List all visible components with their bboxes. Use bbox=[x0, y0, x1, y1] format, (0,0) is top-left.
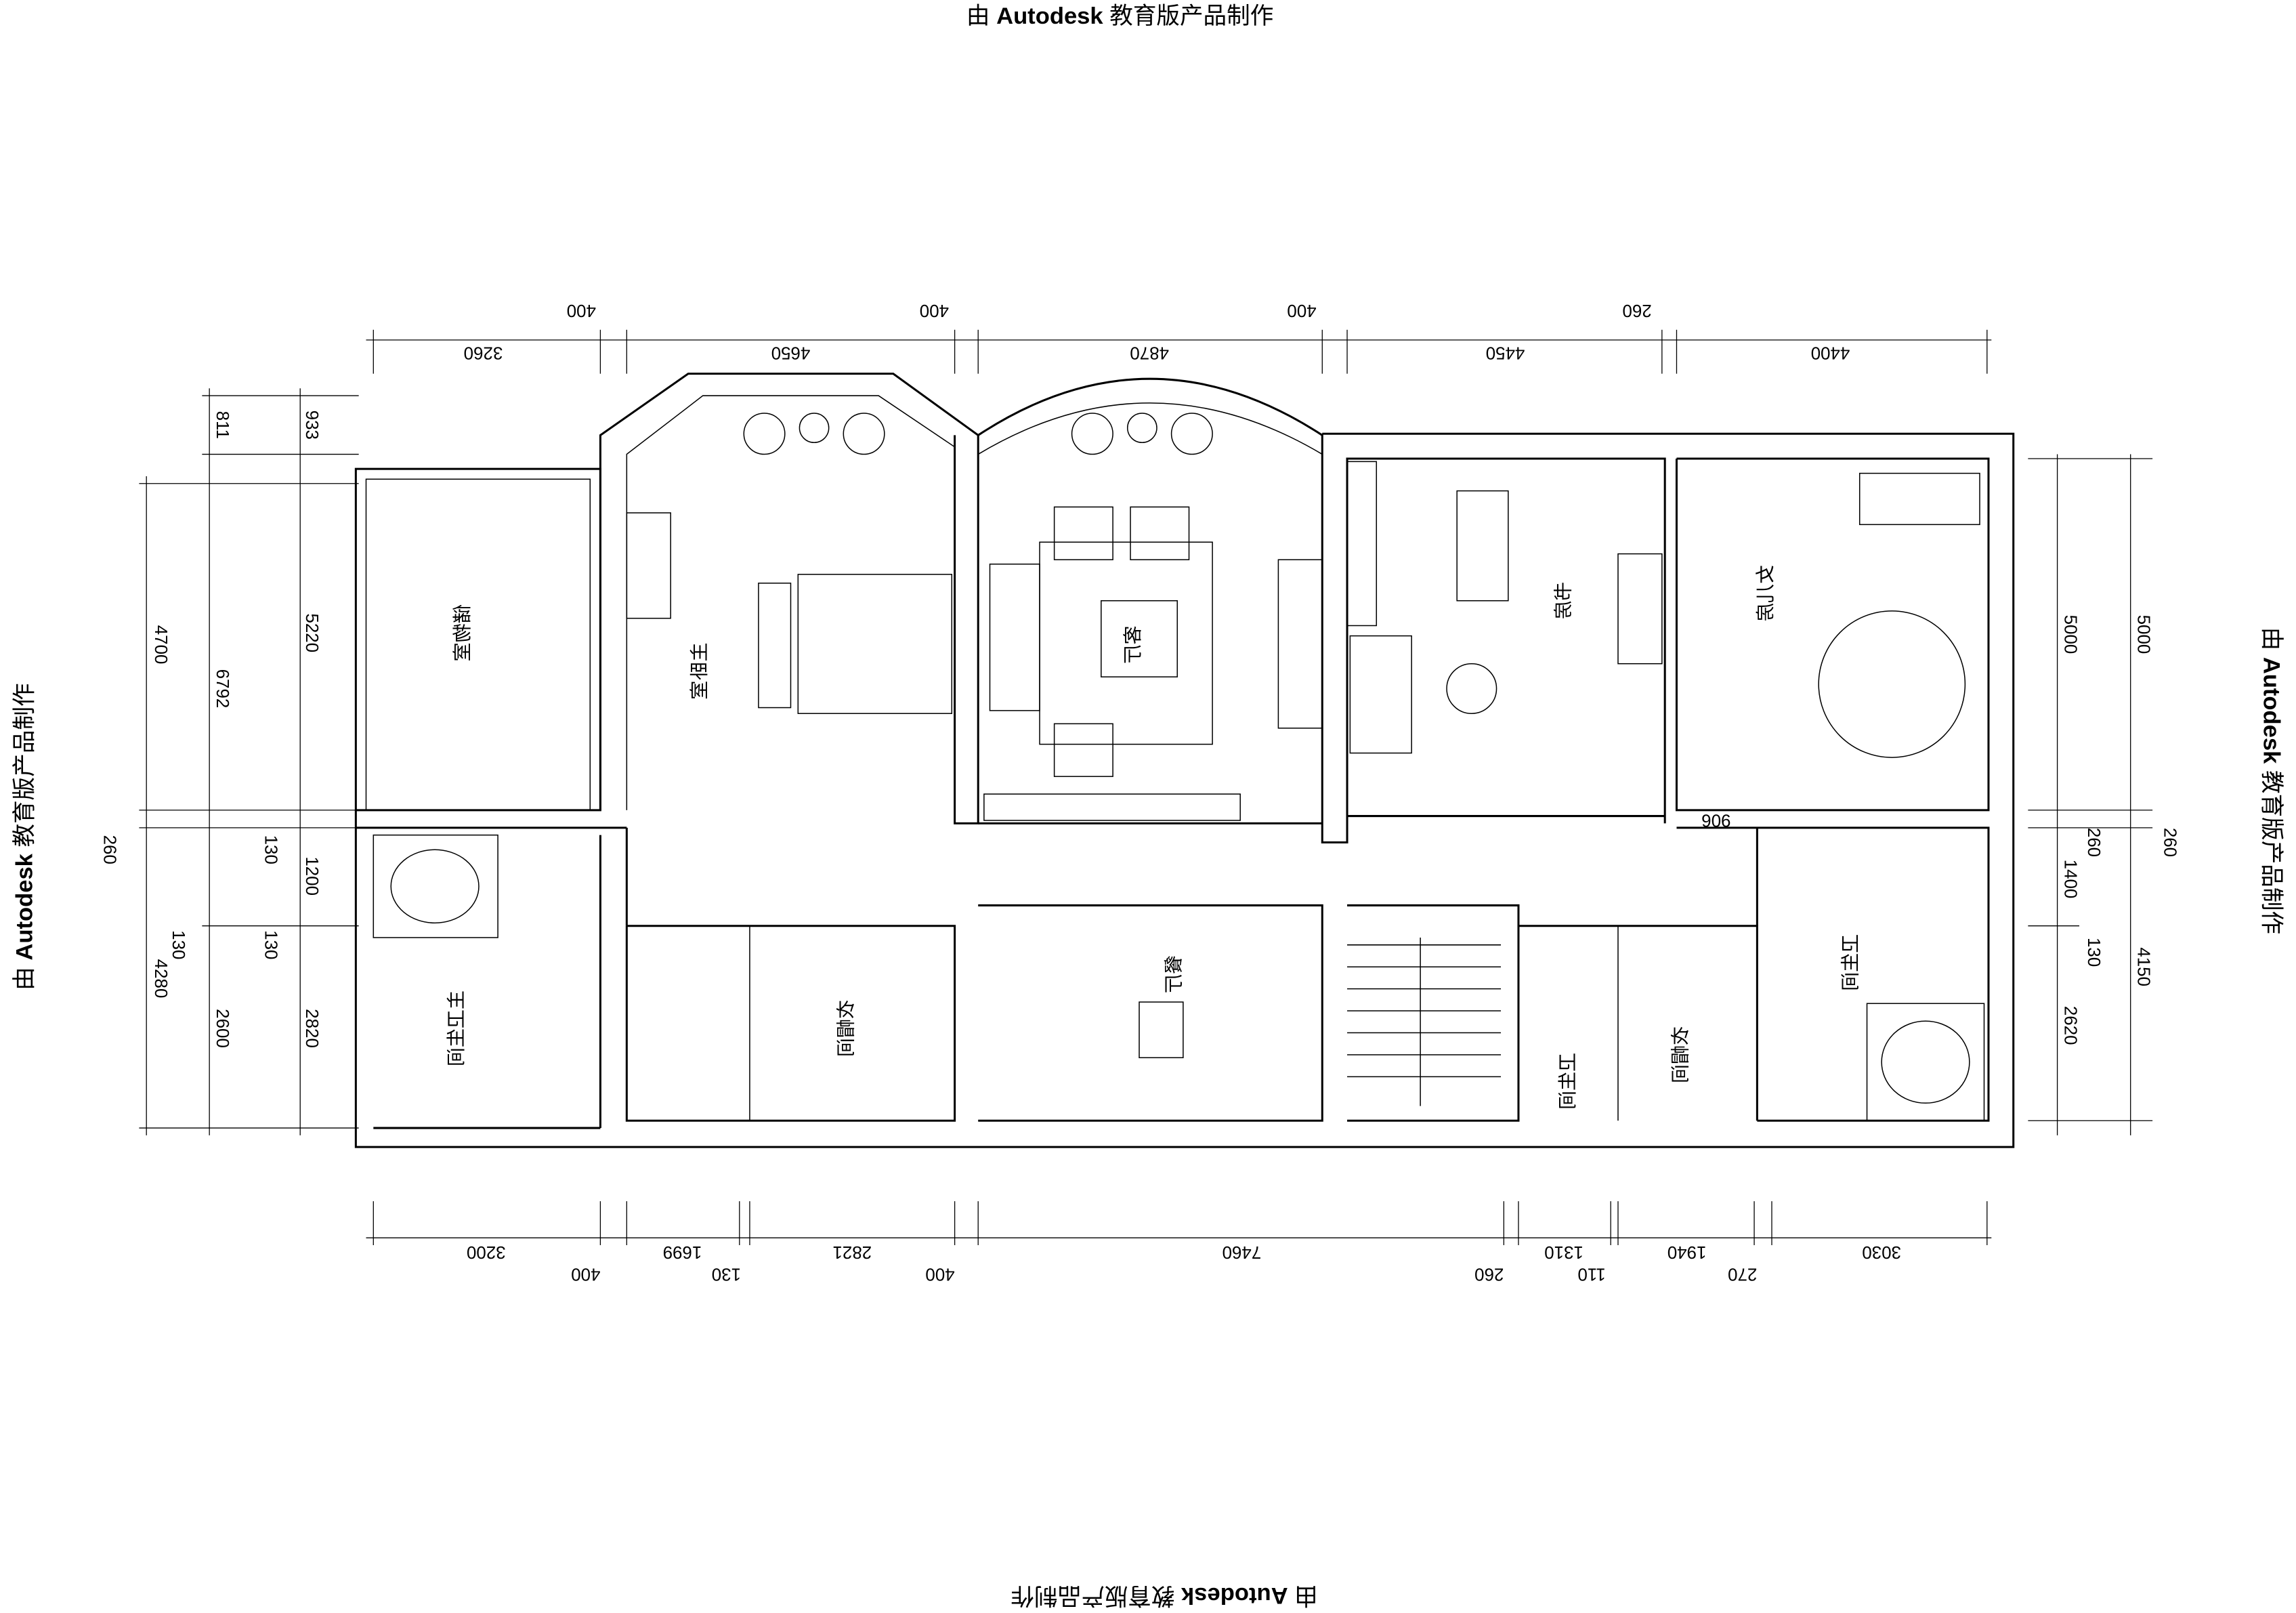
svg-text:5220: 5220 bbox=[302, 613, 321, 652]
room-label-closet: 衣帽间 bbox=[834, 1000, 857, 1057]
svg-text:811: 811 bbox=[213, 411, 232, 439]
svg-text:1699: 1699 bbox=[663, 1242, 702, 1261]
round-table bbox=[799, 413, 830, 444]
dimension-top: 3260 4650 4870 4450 4400 400 400 400 260 bbox=[366, 301, 1992, 374]
svg-text:由 Autodesk 教育版产品制作: 由 Autodesk 教育版产品制作 bbox=[12, 683, 38, 990]
svg-text:由 Autodesk 教育版产品制作: 由 Autodesk 教育版产品制作 bbox=[966, 3, 1273, 29]
svg-text:400: 400 bbox=[925, 1265, 954, 1284]
bench bbox=[758, 583, 792, 709]
room-label-closet: 衣帽间 bbox=[1670, 1026, 1692, 1083]
armchair bbox=[1170, 413, 1213, 455]
room-label-daughter-room: 女儿房 bbox=[1754, 565, 1777, 622]
room-label-bathroom: 卫生间 bbox=[1556, 1053, 1579, 1110]
svg-text:933: 933 bbox=[302, 411, 321, 440]
room-labels: 储物室 主卧室 客厅 书房 女儿房 主卫生间 衣帽间 餐厅 卫生间 衣帽间 卫生… bbox=[445, 565, 1861, 1110]
svg-text:4870: 4870 bbox=[1130, 343, 1169, 362]
armchair bbox=[843, 413, 885, 455]
svg-text:7460: 7460 bbox=[1223, 1242, 1262, 1261]
bathtub bbox=[373, 834, 498, 938]
tv-cabinet bbox=[1617, 553, 1663, 665]
svg-text:3200: 3200 bbox=[467, 1242, 506, 1261]
desk bbox=[626, 512, 671, 619]
dimension-right: 5000 260 1400 130 2620 5000 260 4150 906 bbox=[1701, 454, 2179, 1135]
chaise bbox=[1858, 472, 1980, 526]
svg-text:1200: 1200 bbox=[302, 856, 321, 896]
watermark-top: 由 Autodesk 教育版产品制作 bbox=[966, 3, 1273, 29]
stairs bbox=[1347, 937, 1502, 1106]
svg-text:4150: 4150 bbox=[2134, 947, 2153, 986]
bed bbox=[797, 574, 953, 714]
armchair bbox=[743, 413, 786, 455]
svg-text:270: 270 bbox=[1728, 1265, 1757, 1284]
walls bbox=[354, 373, 2015, 1148]
svg-text:4280: 4280 bbox=[151, 959, 170, 999]
svg-text:2821: 2821 bbox=[832, 1242, 872, 1261]
dimension-bottom: 3200 400 1699 130 2821 400 7460 260 1310… bbox=[366, 1201, 1992, 1284]
armchair bbox=[1130, 506, 1190, 560]
svg-text:400: 400 bbox=[920, 301, 949, 320]
svg-text:由 Autodesk 教育版产品制作: 由 Autodesk 教育版产品制作 bbox=[2258, 627, 2284, 934]
svg-text:1940: 1940 bbox=[1667, 1242, 1707, 1261]
door-dimension: 906 bbox=[1701, 810, 1730, 829]
sofa bbox=[989, 563, 1040, 711]
svg-text:由 Autodesk 教育版产品制作: 由 Autodesk 教育版产品制作 bbox=[1011, 1583, 1317, 1608]
furniture bbox=[373, 413, 1985, 1122]
svg-text:2620: 2620 bbox=[2060, 1006, 2079, 1045]
round-table bbox=[1126, 413, 1157, 444]
svg-text:6792: 6792 bbox=[213, 669, 232, 709]
dimension-left: 4700 260 4280 811 6792 130 2600 933 5220… bbox=[100, 388, 359, 1135]
svg-text:1400: 1400 bbox=[2060, 860, 2079, 899]
svg-text:130: 130 bbox=[261, 835, 280, 864]
study-desk bbox=[1456, 490, 1509, 602]
svg-text:260: 260 bbox=[1622, 301, 1651, 320]
svg-text:3260: 3260 bbox=[464, 343, 503, 362]
svg-text:130: 130 bbox=[261, 930, 280, 959]
bookshelf bbox=[1346, 461, 1378, 627]
room-label-storage: 储物室 bbox=[451, 604, 473, 661]
svg-text:260: 260 bbox=[100, 835, 119, 864]
cabinet bbox=[983, 793, 1241, 821]
svg-text:4700: 4700 bbox=[151, 625, 170, 665]
svg-text:130: 130 bbox=[2084, 938, 2103, 967]
room-label-study: 书房 bbox=[1552, 582, 1575, 620]
svg-text:130: 130 bbox=[712, 1265, 741, 1284]
svg-text:4400: 4400 bbox=[1811, 343, 1850, 362]
svg-text:260: 260 bbox=[1474, 1265, 1504, 1284]
round-table bbox=[1446, 663, 1497, 714]
room-label-dining: 餐厅 bbox=[1163, 955, 1185, 993]
round-bed bbox=[1818, 610, 1966, 758]
svg-text:5000: 5000 bbox=[2060, 615, 2079, 654]
svg-text:1310: 1310 bbox=[1544, 1242, 1583, 1261]
room-label-master-bedroom: 主卧室 bbox=[688, 642, 710, 699]
armchair bbox=[1053, 723, 1113, 777]
armchair bbox=[1053, 506, 1113, 560]
svg-text:4650: 4650 bbox=[771, 343, 811, 362]
room-label-master-bath: 主卫生间 bbox=[445, 990, 467, 1066]
svg-text:5000: 5000 bbox=[2134, 615, 2153, 654]
svg-text:400: 400 bbox=[571, 1265, 600, 1284]
svg-text:3030: 3030 bbox=[1862, 1242, 1901, 1261]
dining-table bbox=[1139, 1001, 1184, 1059]
svg-text:2600: 2600 bbox=[213, 1009, 232, 1048]
svg-text:400: 400 bbox=[567, 301, 596, 320]
svg-text:110: 110 bbox=[1577, 1265, 1605, 1284]
coffee-table bbox=[1101, 600, 1178, 677]
tv-cabinet bbox=[1277, 559, 1323, 729]
svg-text:400: 400 bbox=[1287, 301, 1316, 320]
room-label-living-room: 客厅 bbox=[1122, 625, 1144, 663]
svg-text:2820: 2820 bbox=[302, 1009, 321, 1048]
watermark-left: 由 Autodesk 教育版产品制作 bbox=[12, 683, 38, 990]
svg-text:130: 130 bbox=[169, 930, 188, 959]
bathtub bbox=[1866, 1003, 1985, 1122]
sofa bbox=[1349, 635, 1412, 754]
room-label-bathroom: 卫生间 bbox=[1839, 934, 1861, 991]
svg-text:260: 260 bbox=[2084, 828, 2103, 857]
watermark-right: 由 Autodesk 教育版产品制作 bbox=[2258, 627, 2284, 934]
svg-text:4450: 4450 bbox=[1486, 343, 1525, 362]
watermark-bottom: 由 Autodesk 教育版产品制作 bbox=[1011, 1583, 1317, 1608]
armchair bbox=[1071, 413, 1113, 455]
svg-text:260: 260 bbox=[2160, 828, 2179, 857]
